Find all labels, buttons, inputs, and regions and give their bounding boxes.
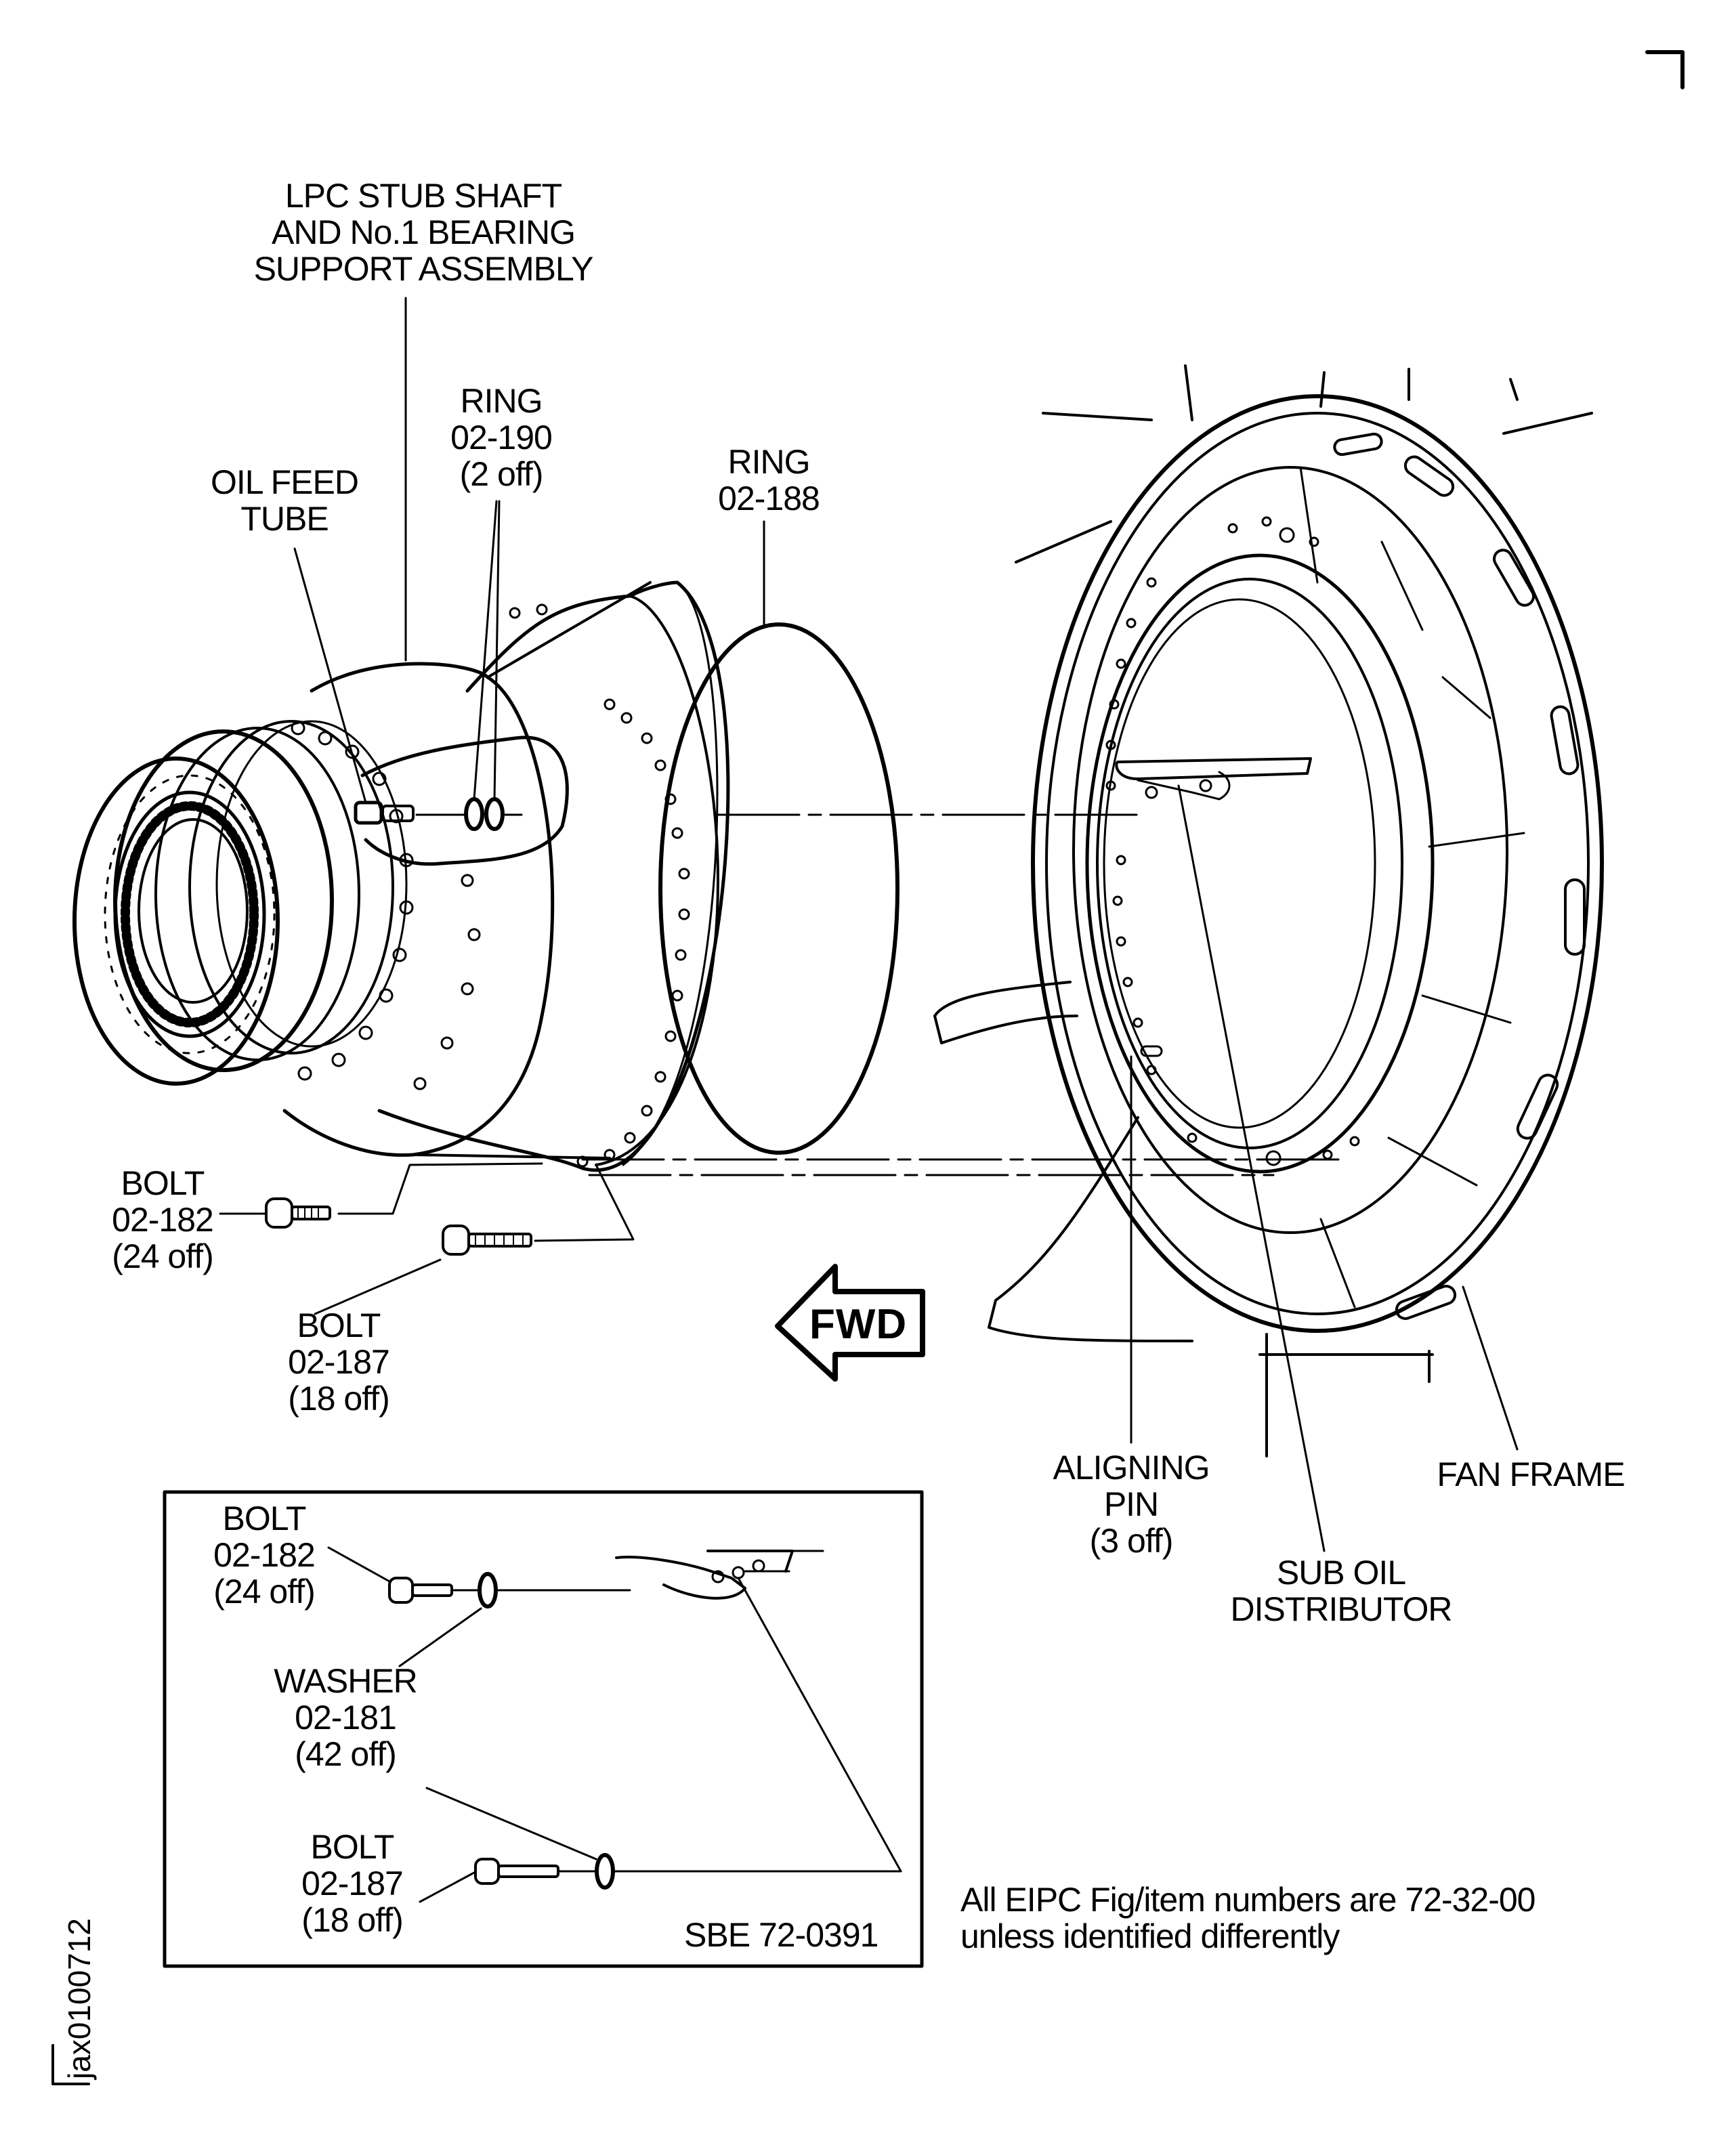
part-name: OIL FEED — [211, 463, 359, 501]
part-name: BOLT — [297, 1306, 381, 1344]
part-name: PIN — [1103, 1485, 1159, 1523]
part-name: DISTRIBUTOR — [1230, 1590, 1453, 1628]
callout-bolt-02-182: BOLT 02-182 (24 off) — [88, 1165, 237, 1275]
drawing-id: jax0100712 — [62, 1918, 97, 2079]
part-name: BOLT — [310, 1828, 395, 1866]
callout-ring-02-190: RING 02-190 (2 off) — [420, 383, 583, 492]
fwd-arrow-icon — [775, 1264, 925, 1382]
part-quantity: (42 off) — [295, 1735, 397, 1773]
part-number: 02-188 — [718, 480, 820, 517]
part-quantity: (3 off) — [1089, 1522, 1174, 1560]
part-quantity: (24 off) — [112, 1237, 214, 1275]
callout-line: SUPPORT ASSEMBLY — [253, 250, 594, 288]
callout-aligning-pin: ALIGNING PIN (3 off) — [1030, 1449, 1233, 1559]
part-name: ALIGNING — [1053, 1449, 1210, 1487]
part-number: 02-190 — [450, 419, 553, 456]
corner-mark-bottom-left — [51, 2044, 90, 2085]
part-name: RING — [460, 382, 543, 420]
inset-callout-washer-02-181: WASHER 02-181 (42 off) — [257, 1663, 433, 1772]
callout-line: LPC STUB SHAFT — [284, 177, 562, 215]
part-quantity: (18 off) — [301, 1901, 404, 1939]
part-name: WASHER — [274, 1662, 418, 1700]
inset-callout-bolt-02-182: BOLT 02-182 (24 off) — [190, 1500, 339, 1610]
part-number: 02-182 — [112, 1201, 214, 1239]
figure-note: All EIPC Fig/item numbers are 72-32-00 u… — [960, 1881, 1536, 1955]
part-number: 02-182 — [213, 1536, 316, 1574]
part-quantity: (2 off) — [459, 455, 544, 493]
callout-lpc-stub-shaft-assembly: LPC STUB SHAFT AND No.1 BEARING SUPPORT … — [224, 177, 623, 287]
part-quantity: (24 off) — [213, 1573, 316, 1611]
lpc-stub-shaft-assembly-drawing — [72, 580, 730, 1172]
part-name: RING — [727, 443, 811, 481]
callout-line: AND No.1 BEARING — [271, 213, 576, 251]
part-name: BOLT — [222, 1499, 307, 1537]
part-quantity: (18 off) — [288, 1380, 390, 1418]
ring-02-188-drawing — [658, 622, 899, 1155]
callout-ring-02-188: RING 02-188 — [691, 444, 847, 517]
figure-note-line: unless identified differently — [960, 1917, 1340, 1955]
part-number: 02-181 — [295, 1699, 397, 1737]
fan-frame-drawing — [933, 364, 1604, 1457]
corner-mark-top-right — [1645, 50, 1685, 89]
part-name: BOLT — [121, 1164, 205, 1202]
part-number: 02-187 — [301, 1865, 404, 1902]
fwd-label: FWD — [809, 1301, 908, 1348]
part-name: SUB OIL — [1276, 1554, 1406, 1592]
part-name: TUBE — [240, 500, 329, 538]
inset-callout-bolt-02-187: BOLT 02-187 (18 off) — [278, 1829, 427, 1938]
inset-drawing — [327, 1546, 902, 1903]
figure-note-line: All EIPC Fig/item numbers are 72-32-00 — [960, 1881, 1536, 1919]
inset-reference: SBE 72-0391 — [684, 1916, 878, 1954]
bolt-02-182-drawing — [265, 1197, 331, 1229]
callout-fan-frame: FAN FRAME — [1422, 1456, 1639, 1493]
part-number: 02-187 — [288, 1343, 390, 1381]
callout-oil-feed-tube: OIL FEED TUBE — [183, 464, 386, 537]
bolt-02-187-drawing — [442, 1224, 532, 1256]
part-name: FAN FRAME — [1437, 1455, 1625, 1493]
callout-sub-oil-distributor: SUB OIL DISTRIBUTOR — [1206, 1554, 1477, 1627]
inset-detail-frame — [163, 1490, 924, 1968]
callout-bolt-02-187: BOLT 02-187 (18 off) — [257, 1307, 420, 1417]
